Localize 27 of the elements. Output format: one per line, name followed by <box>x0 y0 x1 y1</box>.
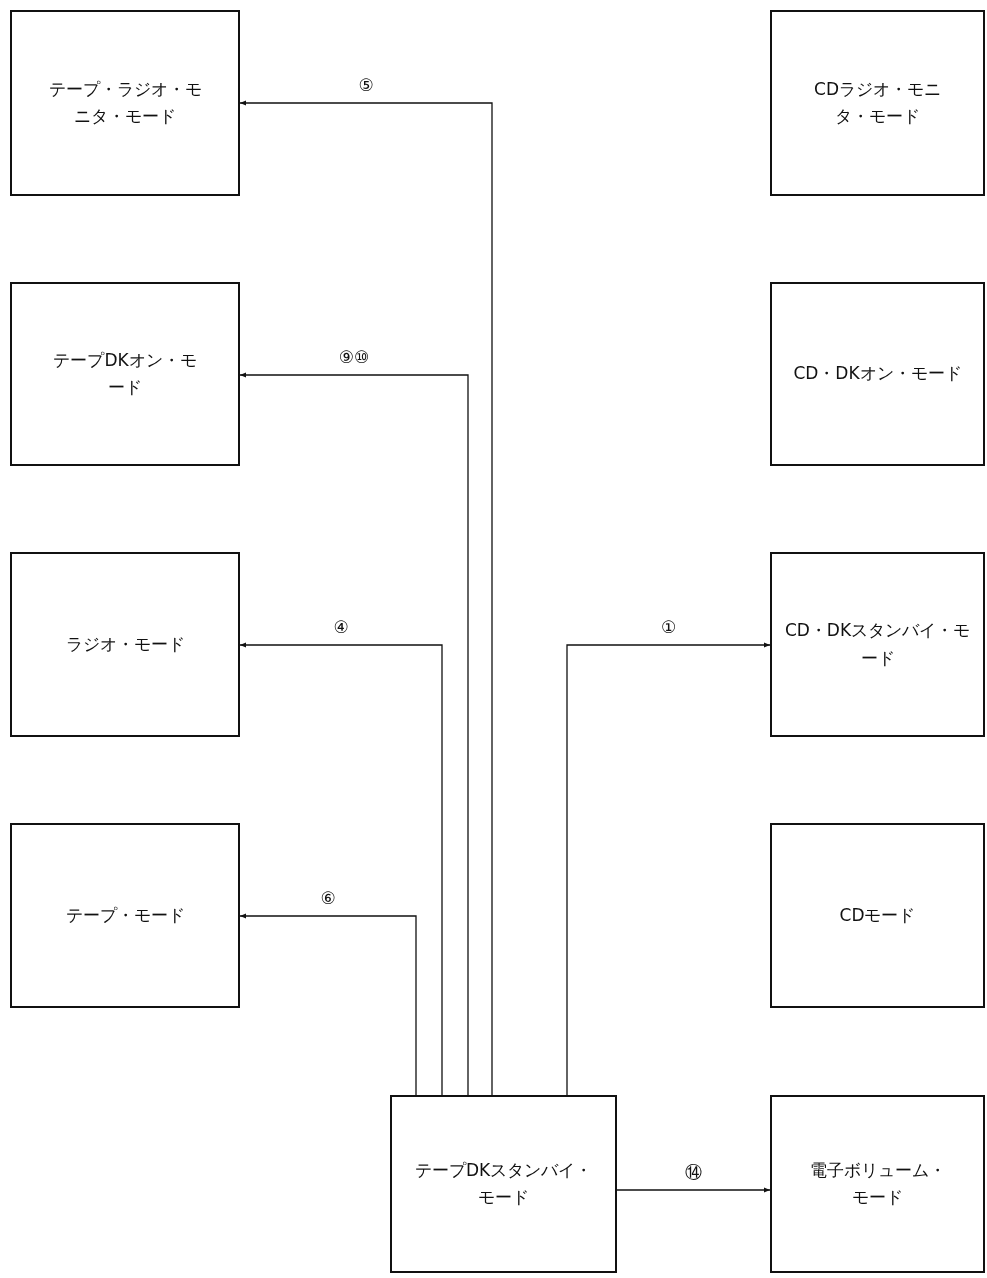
mode-box <box>770 552 985 737</box>
mode-box <box>770 282 985 466</box>
mode-name: テープDKオン・モード <box>52 348 198 399</box>
mode-name: CD・DKスタンバイ・モード <box>783 619 972 670</box>
mode-name: CDモード <box>839 903 916 927</box>
mode-box <box>10 823 240 1008</box>
mode-box <box>770 1095 985 1273</box>
arrow <box>616 1187 771 1193</box>
arrow <box>239 913 417 1096</box>
mode-name: テープ・ラジオ・モニタ・モード <box>47 77 203 128</box>
mode-box <box>10 10 240 196</box>
arrow <box>239 100 493 1096</box>
arrow <box>239 642 443 1096</box>
mode-box <box>10 282 240 466</box>
edge-label: ⑭ <box>683 1162 704 1183</box>
arrow <box>239 372 469 1096</box>
mode-box <box>10 552 240 737</box>
mode-name: テープ・モード <box>65 903 185 927</box>
arrow <box>566 642 771 1096</box>
mode-name: CD・DKオン・モード <box>793 362 962 386</box>
mode-box <box>770 10 985 196</box>
mode-name: 電子ボリューム・モード <box>808 1158 947 1209</box>
mode-name: CDラジオ・モニタ・モード <box>813 77 942 128</box>
mode-name: ラジオ・モード <box>65 632 185 656</box>
mode-box <box>770 823 985 1008</box>
mode-name: テープDKスタンバイ・モード <box>413 1158 594 1209</box>
mode-box <box>390 1095 617 1273</box>
